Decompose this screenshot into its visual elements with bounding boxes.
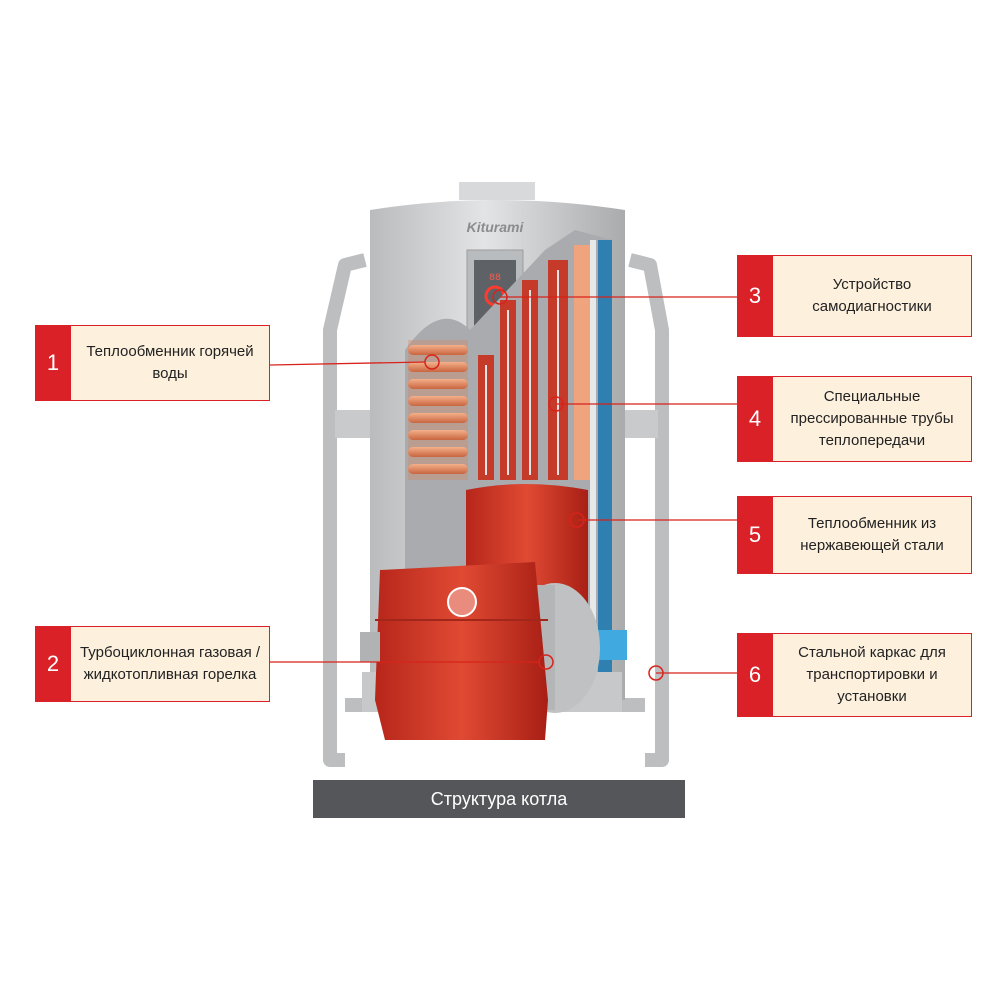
water-jacket — [598, 240, 612, 672]
callout-4: 4 Специальные прессированные трубы тепло… — [737, 376, 972, 462]
callout-number: 5 — [737, 496, 773, 574]
water-jacket-inner — [590, 240, 596, 640]
callout-1: 1 Теплообменник горячей воды — [35, 325, 270, 401]
leader-lines — [269, 296, 737, 674]
outlet-pipe — [597, 630, 627, 660]
callout-number: 6 — [737, 633, 773, 717]
callout-number: 1 — [35, 325, 71, 401]
callout-2: 2 Турбоциклонная газовая / жидкотопливна… — [35, 626, 270, 702]
callout-label: Устройство самодиагностики — [773, 255, 972, 337]
display-digits: 88 — [489, 273, 501, 284]
leader-markers — [424, 289, 664, 681]
callout-3: 3 Устройство самодиагностики — [737, 255, 972, 337]
callout-label: Турбоциклонная газовая / жидкотопливная … — [71, 626, 270, 702]
callout-label: Стальной каркас для транспортировки и ус… — [773, 633, 972, 717]
diagram-caption: Структура котла — [313, 780, 685, 818]
brand-logo: Kiturami — [467, 219, 525, 235]
callout-number: 2 — [35, 626, 71, 702]
callout-label: Специальные прессированные трубы теплопе… — [773, 376, 972, 462]
callout-number: 4 — [737, 376, 773, 462]
tube-fins — [485, 270, 559, 475]
callout-5: 5 Теплообменник из нержавеющей стали — [737, 496, 972, 574]
callout-number: 3 — [737, 255, 773, 337]
boiler-top-cap-side — [459, 182, 535, 200]
callout-label: Теплообменник горячей воды — [71, 325, 270, 401]
hot-water-coil — [408, 340, 468, 480]
burner — [360, 562, 600, 740]
callout-label: Теплообменник из нержавеющей стали — [773, 496, 972, 574]
callout-6: 6 Стальной каркас для транспортировки и … — [737, 633, 972, 717]
